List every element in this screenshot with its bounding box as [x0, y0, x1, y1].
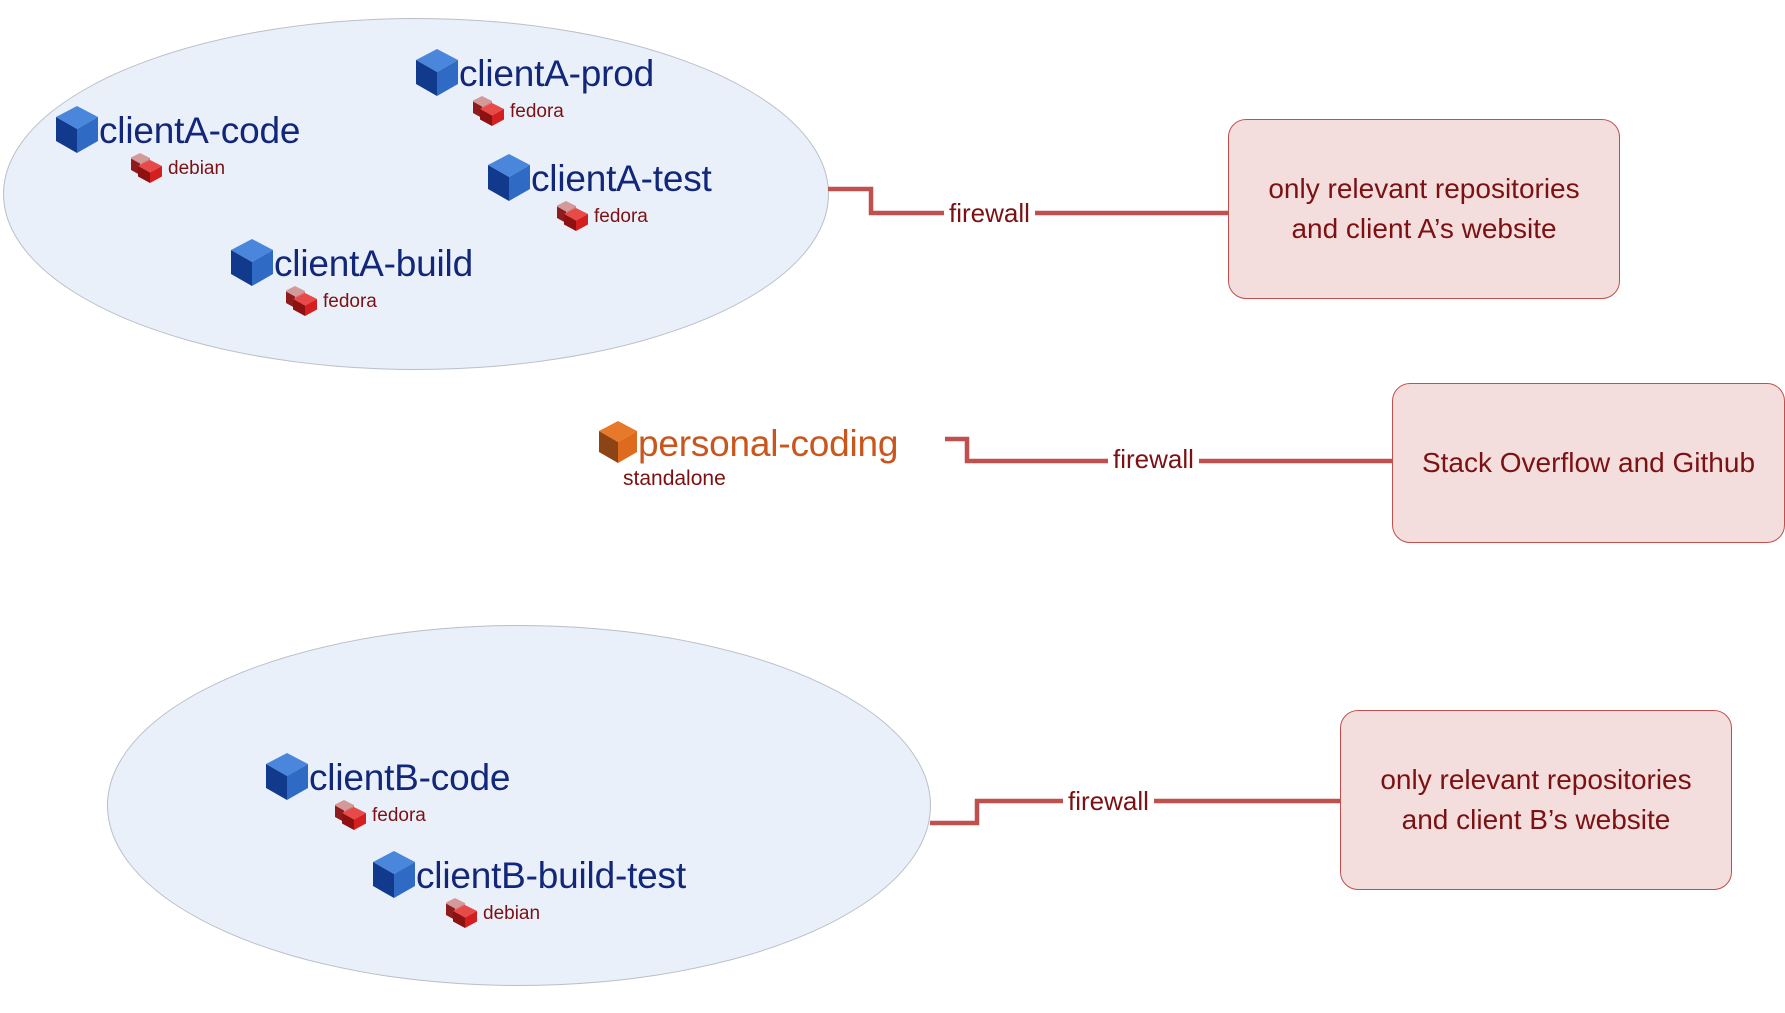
distro-cube-icon	[335, 799, 369, 831]
os-row: debian	[446, 897, 686, 929]
vm-label: clientA-code	[99, 109, 301, 151]
firewall-label-b: firewall	[1063, 788, 1154, 814]
os-label: fedora	[594, 205, 648, 227]
policy-box-client-b[interactable]: only relevant repositories and client B’…	[1340, 710, 1732, 890]
vm-label: clientB-build-test	[416, 854, 686, 896]
os-row: debian	[131, 152, 300, 184]
distro-cube-icon	[473, 95, 507, 127]
os-label: debian	[483, 902, 541, 924]
os-row: fedora	[557, 200, 712, 232]
os-row: standalone	[620, 468, 898, 489]
vm-node-clientB-build-test[interactable]: clientB-build-test debian	[372, 850, 686, 929]
blue-cube-icon	[415, 48, 459, 98]
os-label: standalone	[623, 467, 726, 490]
firewall-label-a: firewall	[944, 200, 1035, 226]
vm-node-clientA-build[interactable]: clientA-build fedora	[230, 238, 473, 317]
vm-row: clientA-test	[487, 153, 712, 203]
vm-row: clientA-build	[230, 238, 473, 288]
distro-cube-icon	[557, 200, 591, 232]
distro-cube-icon	[446, 897, 480, 929]
os-label: fedora	[323, 290, 377, 312]
vm-node-personal-coding[interactable]: personal-coding standalone	[598, 420, 898, 489]
os-label: fedora	[510, 100, 564, 122]
blue-cube-icon	[55, 105, 99, 155]
vm-row: personal-coding	[598, 420, 898, 466]
os-row: fedora	[473, 95, 654, 127]
connector-client-a	[828, 170, 1230, 230]
vm-node-clientB-code[interactable]: clientB-code fedora	[265, 752, 510, 831]
vm-label: personal-coding	[638, 422, 899, 464]
vm-row: clientB-build-test	[372, 850, 686, 900]
policy-box-standalone[interactable]: Stack Overflow and Github	[1392, 383, 1785, 543]
vm-node-clientA-test[interactable]: clientA-test fedora	[487, 153, 712, 232]
vm-node-clientA-prod[interactable]: clientA-prod fedora	[415, 48, 654, 127]
vm-label: clientA-prod	[459, 52, 655, 94]
distro-cube-icon	[286, 285, 320, 317]
policy-box-client-a[interactable]: only relevant repositories and client A’…	[1228, 119, 1620, 299]
os-label: fedora	[372, 804, 426, 826]
vm-label: clientA-test	[531, 157, 712, 199]
distro-cube-icon	[131, 152, 165, 184]
vm-label: clientB-code	[309, 756, 511, 798]
vm-label: clientA-build	[274, 242, 473, 284]
vm-node-clientA-code[interactable]: clientA-code debian	[55, 105, 300, 184]
blue-cube-icon	[230, 238, 274, 288]
orange-cube-icon	[598, 420, 638, 466]
firewall-label-standalone: firewall	[1108, 446, 1199, 472]
os-label: debian	[168, 157, 226, 179]
vm-row: clientA-code	[55, 105, 300, 155]
blue-cube-icon	[265, 752, 309, 802]
blue-cube-icon	[487, 153, 531, 203]
vm-row: clientA-prod	[415, 48, 654, 98]
blue-cube-icon	[372, 850, 416, 900]
vm-row: clientB-code	[265, 752, 510, 802]
os-row: fedora	[335, 799, 510, 831]
os-row: fedora	[286, 285, 473, 317]
connector-client-b	[930, 785, 1342, 845]
group-ellipse-client-b	[107, 625, 931, 986]
